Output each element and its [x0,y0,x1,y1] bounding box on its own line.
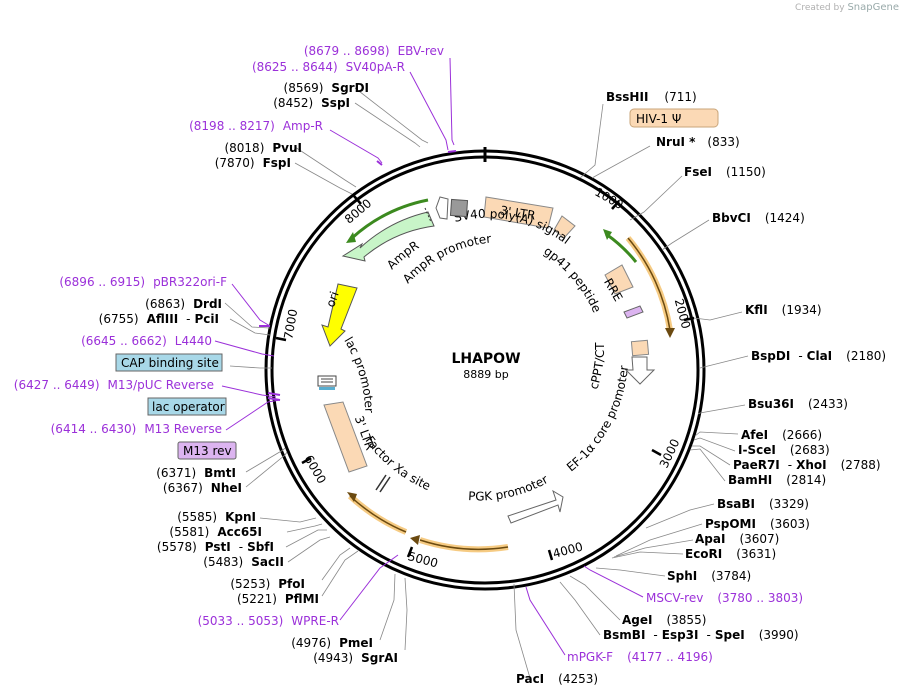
orange-orf-right[interactable] [627,237,671,331]
enzyme-bsu36i[interactable]: Bsu36I(2433) [748,397,848,411]
small-white-arrow[interactable] [435,196,449,220]
primer-m13-reverse[interactable]: (6414 .. 6430)M13 Reverse [51,422,222,436]
enzyme-kfli[interactable]: KflI(1934) [745,303,822,317]
orange-orf-left-glow [347,493,408,535]
tick-marks [275,195,695,561]
cppt-box[interactable] [630,339,650,357]
enzyme-psti-sbfi[interactable]: (5578)PstI-SbfI [157,540,274,554]
lac-operator-box[interactable] [147,397,227,416]
enzyme-ecori[interactable]: EcoRI(3631) [685,547,776,561]
enzyme-sphi[interactable]: SphI(3784) [667,569,751,583]
rre-box[interactable] [604,264,634,295]
enzyme-apai[interactable]: ApaI(3607) [695,532,779,546]
sv40-polya-box[interactable] [553,215,576,239]
green-orf-arrowhead [603,229,612,240]
factor-xa-mark[interactable] [375,474,387,491]
tick-label-6000: 6000 [301,453,328,486]
ltr3-top-feature[interactable] [483,196,554,229]
ampr-feature[interactable] [341,211,435,262]
enzyme-fspi[interactable]: (7870)FspI [215,156,291,170]
enzyme-bbvci[interactable]: BbvCI(1424) [712,211,805,225]
enzyme-drdi[interactable]: (6863)DrdI [145,297,222,311]
enzyme-fsei[interactable]: FseI(1150) [684,165,766,179]
leader-lines [224,87,749,679]
orange-orf-left-head [347,492,357,502]
primer-sv40pa-r[interactable]: (8625 .. 8644)SV40pA-R [252,60,405,74]
enzyme-bsshii[interactable]: BssHII(711) [606,90,697,104]
enzyme-nrui[interactable]: NruI *(833) [656,135,740,149]
enzyme-bspdi-clai[interactable]: BspDI-ClaI(2180) [751,349,886,363]
enzyme-bsmbi-esp3i-spei[interactable]: BsmBI-Esp3I-SpeI(3990) [603,628,799,642]
enzyme-afliii-pcii[interactable]: (6755)AflIII-PciI [99,312,219,326]
ori-label: ori [323,290,341,309]
lac-operator-mark [319,387,335,390]
ori-feature[interactable] [321,283,358,347]
primer-mpgk[interactable]: mPGK-F(4177 .. 4196) [567,650,713,664]
pgk-label: PGK promoter [468,472,551,503]
cppt-label: cPPT/CTS [0,0,607,391]
gp41-peptide-box[interactable] [623,305,644,319]
enzyme-pflmi[interactable]: (5221)PflMI [237,592,319,606]
tick-label-4000: 4000 [551,539,584,560]
enzyme-paci[interactable]: PacI(4253) [516,672,598,686]
hiv-psi-box[interactable] [629,108,719,128]
primer-pbr322ori-f[interactable]: (6896 .. 6915)pBR322ori-F [59,275,227,289]
snapgene-credit: Created by SnapGene [795,2,899,13]
primer-wpre-r[interactable]: (5033 .. 5053)WPRE-R [198,614,339,628]
hiv-psi-label: HIV-1 Ψ [636,112,681,126]
primer-l4440[interactable]: (6645 .. 6662)L4440 [81,334,212,348]
enzyme-kpni[interactable]: (5585)KpnI [177,510,256,524]
cap-binding-site-label: CAP binding site [121,356,219,370]
enzyme-agei[interactable]: AgeI(3855) [622,613,706,627]
m13-rev-label: M13 rev [183,444,232,458]
enzyme-sgrdi[interactable]: (8569)SgrDI [284,81,369,95]
primer-lines [214,57,644,656]
enzyme-bsabi[interactable]: BsaBI(3329) [717,497,809,511]
cap-binding-site-box[interactable] [115,353,223,372]
lac-small-box[interactable] [317,375,337,387]
orange-orf-right-head [665,328,675,338]
enzyme-bamhi[interactable]: BamHI(2814) [728,473,826,487]
enzyme-acc65i[interactable]: (5581)Acc65I [169,525,262,539]
credit-brand: SnapGene [847,2,899,13]
plasmid-name: LHAPOW [451,351,520,367]
m13-rev-box[interactable] [177,441,237,460]
primer-m13-puc-reverse[interactable]: (6427 .. 6449)M13/pUC Reverse [14,378,214,392]
enzyme-iscei[interactable]: I-SceI(2683) [738,443,830,457]
pgk-promoter-arrow[interactable] [507,489,564,524]
ef1a-promoter-arrow[interactable] [624,356,656,385]
primer-ebv-rev[interactable]: (8679 .. 8698)EBV-rev [304,44,444,58]
ltr3-bottom-feature[interactable] [323,401,368,473]
ltr3-top-label: 3' LTR [499,203,536,222]
enzyme-pvui[interactable]: (8018)PvuI [224,141,302,155]
lac-operator-label: lac operator [152,400,225,414]
enzyme-pmei[interactable]: (4976)PmeI [291,636,373,650]
lac-promoter-label: lac promoter [341,334,376,413]
grey-feature-box[interactable] [449,198,469,218]
orange-orf-bottom-head [410,535,420,545]
ampr-orf-arc [350,198,429,240]
enzyme-paer7i-xhoi[interactable]: PaeR7I-XhoI(2788) [733,458,881,472]
tick-label-5000: 5000 [406,549,439,570]
enzyme-pfoi[interactable]: (5253)PfoI [230,577,305,591]
primer-amp-r[interactable]: (8198 .. 8217)Amp-R [189,119,323,133]
enzyme-sspi[interactable]: (8452)SspI [273,96,350,110]
enzyme-pspomi[interactable]: PspOMI(3603) [705,517,810,531]
gp41-label: gp41 peptide [541,244,604,315]
plasmid-size: 8889 bp [463,368,508,381]
enzyme-sgrai[interactable]: (4943)SgrAI [313,651,398,665]
tick-label-7000: 7000 [281,308,300,341]
orange-orf-bottom[interactable] [419,539,509,550]
enzyme-afei[interactable]: AfeI(2666) [741,428,822,442]
enzyme-bmti[interactable]: (6371)BmtI [156,466,236,480]
credit-prefix: Created by [795,3,845,13]
tick-label-2000: 2000 [672,297,693,330]
enzyme-nhei[interactable]: (6367)NheI [163,481,242,495]
enzyme-sacii[interactable]: (5483)SacII [203,555,284,569]
primer-msclv[interactable]: MSCV-rev(3780 .. 3803) [646,591,803,605]
